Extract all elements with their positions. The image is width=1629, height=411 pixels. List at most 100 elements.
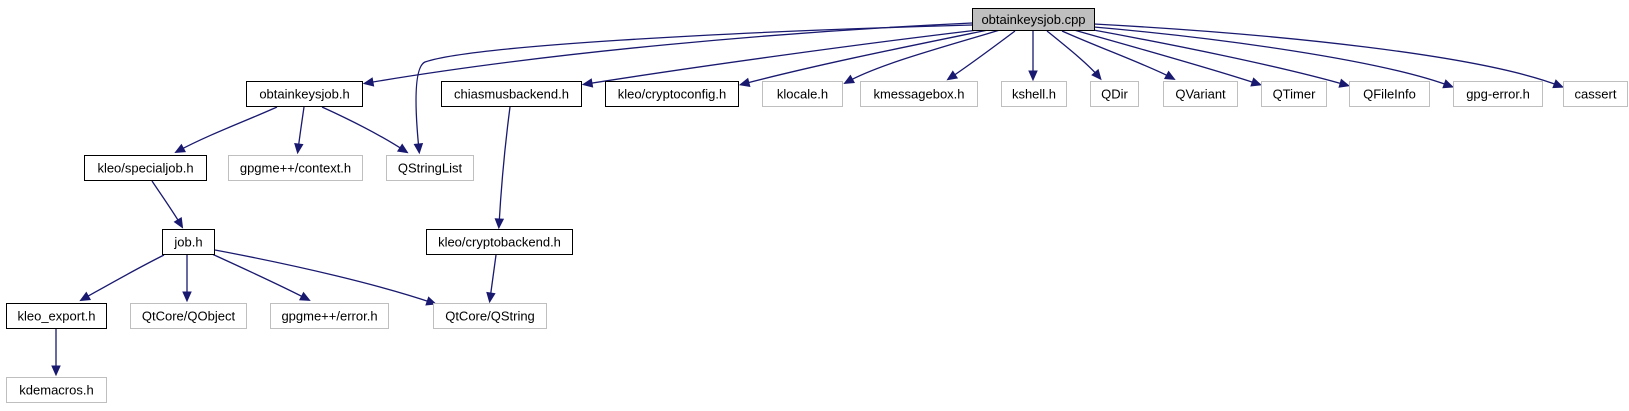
- node-box: [386, 155, 474, 181]
- node-qvariant: QVariant: [1163, 81, 1238, 107]
- arrowhead-icon: [1163, 70, 1176, 80]
- edge-kleo-export-h-to-kdemacros-h: [51, 329, 61, 377]
- node-gpgme-error-h: gpgme++/error.h: [270, 303, 389, 329]
- arrowhead-icon: [1091, 68, 1102, 81]
- node-box: [426, 229, 573, 255]
- node-root[interactable]: obtainkeysjob.cpp: [972, 8, 1095, 31]
- arrowhead-icon: [413, 143, 424, 155]
- arrowhead-icon: [79, 291, 92, 302]
- node-qtcore-qobject: QtCore/QObject: [130, 303, 247, 329]
- edge-obtainkeysjob-h-to-qstringlist: [321, 106, 409, 154]
- node-box: [270, 303, 389, 329]
- node-box: [1563, 81, 1628, 107]
- arrowhead-icon: [1250, 77, 1262, 87]
- edge-root-to-qvariant: [1061, 30, 1176, 80]
- node-job-h[interactable]: job.h: [162, 229, 215, 255]
- edge-job-h-to-kleo-export-h: [79, 254, 165, 302]
- node-kleo-export-h[interactable]: kleo_export.h: [6, 303, 107, 329]
- edge-chiasmusbackend-h-to-cryptobackend-h: [494, 106, 511, 230]
- node-box: [1349, 81, 1430, 107]
- edge-root-to-qfileinfo: [1087, 28, 1351, 88]
- edge-root-to-kshell-h: [1028, 31, 1038, 82]
- edge-root-to-klocale-h: [843, 29, 1001, 84]
- node-box: [1001, 81, 1067, 107]
- arrowhead-icon: [1338, 78, 1351, 88]
- node-label: kshell.h: [1012, 87, 1056, 102]
- node-klocale-h: klocale.h: [762, 81, 843, 107]
- edge-root-to-qtimer: [1073, 29, 1262, 87]
- arrowhead-icon: [946, 70, 959, 81]
- arrowhead-icon: [51, 365, 61, 377]
- node-gpg-error-h: gpg-error.h: [1453, 81, 1543, 107]
- arrowhead-icon: [581, 78, 594, 88]
- edge-root-to-obtainkeysjob-h: [362, 22, 973, 87]
- arrowhead-icon: [299, 291, 311, 301]
- edge-root-to-qdir: [1046, 30, 1102, 81]
- node-qstringlist: QStringList: [386, 155, 474, 181]
- node-label: kleo/specialjob.h: [97, 161, 193, 176]
- node-box: [1453, 81, 1543, 107]
- node-box: [228, 155, 363, 181]
- node-kmessagebox-h: kmessagebox.h: [860, 81, 978, 107]
- node-box: [860, 81, 978, 107]
- node-chiasmusbackend-h[interactable]: chiasmusbackend.h: [441, 81, 582, 107]
- node-label: chiasmusbackend.h: [454, 87, 569, 102]
- node-label: gpgme++/error.h: [281, 309, 377, 324]
- node-label: kdemacros.h: [19, 383, 93, 398]
- node-label: kmessagebox.h: [873, 87, 964, 102]
- edge-obtainkeysjob-h-to-gpgme-context-h: [294, 106, 305, 155]
- arrowhead-icon: [396, 143, 409, 154]
- edge-root-to-kmessagebox-h: [946, 30, 1016, 81]
- node-label: cassert: [1575, 87, 1617, 102]
- edge-obtainkeysjob-h-to-specialjob-h: [174, 106, 278, 153]
- node-qtcore-qstring: QtCore/QString: [433, 303, 547, 329]
- arrowhead-icon: [294, 143, 304, 155]
- node-gpgme-context-h: gpgme++/context.h: [228, 155, 363, 181]
- node-box: [84, 155, 207, 181]
- arrowhead-icon: [173, 216, 184, 229]
- node-label: kleo/cryptoconfig.h: [618, 87, 726, 102]
- node-qtimer: QTimer: [1261, 81, 1327, 107]
- node-box: [1090, 81, 1139, 107]
- node-kdemacros-h: kdemacros.h: [6, 377, 107, 403]
- edge-specialjob-h-to-job-h: [151, 180, 184, 229]
- node-box: [6, 377, 107, 403]
- node-cryptobackend-h[interactable]: kleo/cryptobackend.h: [426, 229, 573, 255]
- edge-root-to-cassert: [1093, 23, 1564, 89]
- arrowhead-icon: [843, 74, 856, 84]
- node-label: QVariant: [1175, 87, 1226, 102]
- node-box: [130, 303, 247, 329]
- edge-job-h-to-qtcore-qstring: [214, 249, 437, 306]
- edge-job-h-to-gpgme-error-h: [211, 253, 311, 301]
- node-box: [162, 229, 215, 255]
- arrowhead-icon: [174, 143, 187, 153]
- arrowhead-icon: [1028, 70, 1038, 82]
- node-box: [433, 303, 547, 329]
- edge-root-to-gpg-error-h: [1093, 26, 1454, 89]
- node-box: [605, 81, 739, 107]
- edge-root-to-cryptoconfig-h: [738, 29, 989, 88]
- arrowhead-icon: [182, 291, 192, 303]
- edge-root-to-chiasmusbackend-h: [581, 29, 979, 88]
- node-box: [6, 303, 107, 329]
- node-label: QStringList: [398, 161, 463, 176]
- arrowhead-icon: [486, 291, 496, 304]
- node-label: QtCore/QString: [445, 309, 535, 324]
- node-label: QFileInfo: [1363, 87, 1416, 102]
- node-specialjob-h[interactable]: kleo/specialjob.h: [84, 155, 207, 181]
- node-obtainkeysjob-h[interactable]: obtainkeysjob.h: [246, 81, 363, 107]
- node-label: kleo/cryptobackend.h: [438, 235, 561, 250]
- node-cryptoconfig-h[interactable]: kleo/cryptoconfig.h: [605, 81, 739, 107]
- node-box: [972, 8, 1095, 31]
- node-box: [246, 81, 363, 107]
- node-qdir: QDir: [1090, 81, 1139, 107]
- node-box: [1163, 81, 1238, 107]
- edge-job-h-to-qtcore-qobject: [182, 255, 192, 303]
- node-label: obtainkeysjob.h: [259, 87, 349, 102]
- edge-cryptobackend-h-to-qtcore-qstring: [486, 254, 497, 304]
- node-label: klocale.h: [777, 87, 828, 102]
- arrowhead-icon: [494, 218, 505, 230]
- arrowhead-icon: [738, 77, 751, 88]
- edge-root-to-qstringlist: [413, 24, 973, 155]
